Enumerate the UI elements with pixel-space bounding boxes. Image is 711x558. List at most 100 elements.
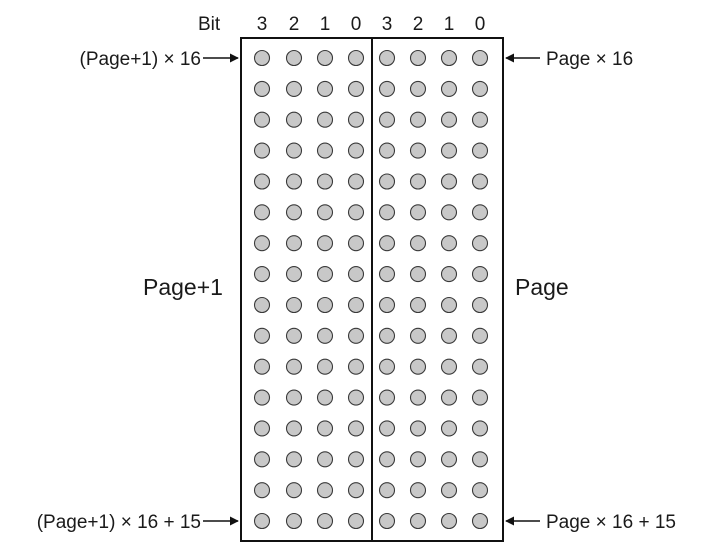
left-page-bit-cell [253,482,271,499]
bottom-left-pointer-label: (Page+1) × 16 + 15 [37,512,201,533]
left-page-bit-cell [285,173,303,190]
right-page-bit-cell [440,358,458,375]
left-page-bit-cell [347,327,365,344]
right-page-bit-cell [378,111,396,128]
right-page-bit-cell [409,451,427,468]
left-page-bit-cell [285,296,303,314]
right-page-bit-cell [440,111,458,128]
right-page-bit-cell [378,358,396,375]
bottom-right-pointer-label: Page × 16 + 15 [546,512,676,533]
left-page-bit-cell [285,235,303,252]
bit-header-label: 2 [413,14,424,35]
right-page-bit-cell [471,512,489,530]
left-page-bit-cell [285,49,303,67]
right-page-bit-cell [440,389,458,406]
right-page-bit-cell [409,49,427,67]
left-page-bit-cell [285,327,303,344]
left-page-bit-cell [347,80,365,97]
left-page-bit-cell [347,358,365,375]
left-page-bit-cell [253,358,271,375]
right-page-bit-cell [409,512,427,530]
right-page-bit-cell [409,389,427,406]
left-page-bit-cell [316,266,334,283]
left-page-bit-cell [285,111,303,128]
right-page-bit-cell [409,80,427,97]
bit-header-label: 1 [444,14,455,35]
left-page-bit-cell [347,451,365,468]
left-page-bit-cell [253,512,271,530]
right-page-bit-cell [409,327,427,344]
left-page-bit-cell [253,111,271,128]
right-page-bit-cell [409,204,427,221]
left-page-bit-cell [347,49,365,67]
right-page-bit-cell [471,204,489,221]
right-page-bit-cell [440,451,458,468]
bit-header-label: 3 [257,14,268,35]
right-page-bit-cell [409,358,427,375]
left-page-bit-cell [316,142,334,159]
left-page-bit-cell [253,204,271,221]
top-left-pointer-label: (Page+1) × 16 [80,49,201,70]
top-right-pointer-label: Page × 16 [546,49,633,70]
right-page-bit-cell [440,173,458,190]
left-page-bit-cell [316,173,334,190]
left-page-bit-cell [285,512,303,530]
left-page-bit-cell [347,482,365,499]
right-page-bit-cell [440,204,458,221]
left-page-bit-cell [285,389,303,406]
right-page-bit-cell [471,80,489,97]
left-page-bit-cell [285,358,303,375]
right-page-bit-cell [440,142,458,159]
right-page-bit-cell [378,327,396,344]
right-page-bit-cell [440,296,458,314]
right-page-bit-cell [378,142,396,159]
left-page-bit-cell [253,80,271,97]
left-page-bit-cell [253,389,271,406]
left-page-bit-cell [316,204,334,221]
bit-header-label: 2 [289,14,300,35]
right-page-label: Page [515,274,569,300]
left-page-bit-cell [316,235,334,252]
right-page-bit-cell [378,451,396,468]
left-page-bit-cell [347,235,365,252]
right-page-bit-cell [409,235,427,252]
bit-header-label: 3 [382,14,393,35]
right-page-bit-cell [471,296,489,314]
left-page-bit-cell [285,451,303,468]
right-page-bit-cell [409,296,427,314]
left-page-bit-cell [316,49,334,67]
left-page-bit-cell [316,451,334,468]
right-page-bit-cell [409,142,427,159]
left-page-bit-cell [285,142,303,159]
right-page-bit-cell [440,49,458,67]
left-page-bit-cell [316,482,334,499]
bit-label: Bit [198,14,221,35]
right-page-bit-cell [440,512,458,530]
left-page-bit-cell [347,389,365,406]
bit-header-label: 1 [320,14,331,35]
left-page-label: Page+1 [143,274,223,300]
left-page-bit-cell [285,420,303,437]
right-page-bit-cell [409,482,427,499]
right-page-bit-cell [378,235,396,252]
right-page-bit-cell [378,420,396,437]
left-page-bit-cell [316,358,334,375]
left-page-bit-cell [316,327,334,344]
right-page-bit-cell [471,389,489,406]
left-page-bit-cell [347,512,365,530]
left-page-bit-cell [253,142,271,159]
left-page-bit-cell [253,173,271,190]
right-page-bit-cell [378,296,396,314]
left-page-bit-cell [253,420,271,437]
left-page-bit-cell [316,111,334,128]
left-page-bit-cell [347,142,365,159]
right-page-bit-cell [471,327,489,344]
left-page-bit-cell [316,296,334,314]
right-page-bit-cell [471,111,489,128]
left-page-bit-cell [253,235,271,252]
left-page-bit-cell [316,389,334,406]
left-page-bit-cell [347,296,365,314]
left-page-bit-cell [347,111,365,128]
left-page-bit-cell [253,296,271,314]
right-page-bit-cell [471,235,489,252]
